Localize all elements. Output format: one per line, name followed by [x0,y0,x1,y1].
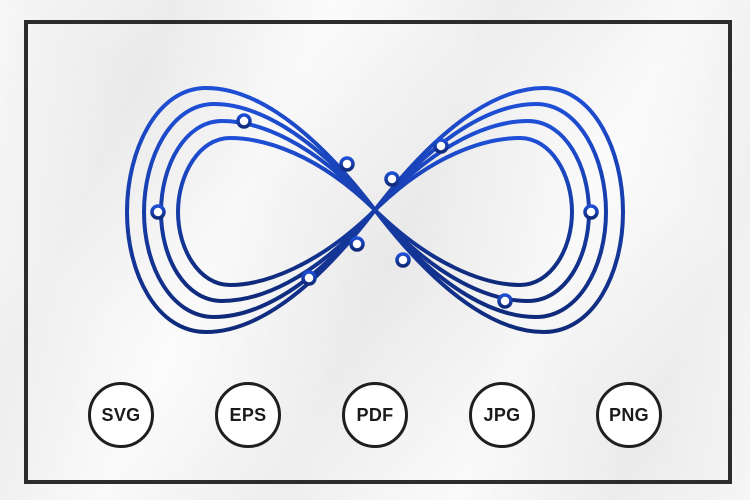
circuit-node [349,236,365,252]
format-label: SVG [101,404,141,425]
format-label: PNG [609,404,649,425]
format-label: JPG [483,404,521,425]
format-badge-pdf: PDF [342,382,408,448]
circuit-node [395,252,411,268]
format-label: PDF [356,404,394,425]
format-badge-svg: SVG [88,382,154,448]
circuit-node [236,113,252,129]
circuit-node [301,270,317,286]
infinity-track-inner [176,136,574,287]
circuit-node [497,293,513,309]
format-badge-jpg: JPG [469,382,535,448]
circuit-node [583,204,599,220]
circuit-node [150,204,166,220]
format-badge-eps: EPS [215,382,281,448]
format-badge-png: PNG [596,382,662,448]
circuit-node [384,171,400,187]
circuit-node [433,138,449,154]
preview-frame [24,20,732,484]
circuit-node [339,156,355,172]
format-label: EPS [229,404,267,425]
